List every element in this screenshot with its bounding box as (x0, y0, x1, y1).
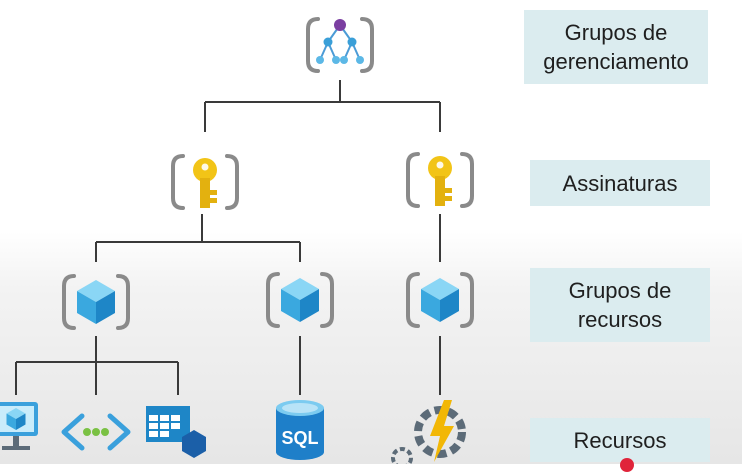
label-management-groups-line1: Grupos de (564, 20, 668, 45)
label-resources: Recursos (530, 418, 710, 462)
connector-lines (15, 80, 441, 395)
label-resource-groups: Grupos de recursos (530, 268, 710, 342)
subscription-key-icon (406, 152, 474, 208)
pointer-dot (620, 458, 634, 472)
label-subscriptions-text: Assinaturas (562, 170, 678, 196)
subscription-key-icon (171, 154, 239, 210)
connector-mg-to-subs (204, 80, 441, 132)
label-management-groups: Grupos de gerenciamento (524, 10, 708, 84)
function-app-icon (391, 400, 466, 464)
resource-group-cube-icon (62, 274, 130, 330)
virtual-machine-icon (0, 402, 38, 450)
storage-table-icon (146, 406, 206, 458)
label-resource-groups-line1: Grupos de (568, 278, 672, 303)
label-subscriptions: Assinaturas (530, 160, 710, 206)
management-group-icon (306, 17, 374, 73)
connector-rg1-to-resources (15, 336, 179, 395)
sql-label: SQL (281, 428, 318, 448)
sql-database-icon: SQL (276, 400, 324, 460)
resource-group-cube-icon (406, 272, 474, 328)
connector-sub1-to-rgs (95, 214, 301, 262)
resource-group-cube-icon (266, 272, 334, 328)
label-resources-text: Recursos (573, 427, 667, 453)
label-management-groups-line2: gerenciamento (543, 49, 689, 74)
virtual-network-icon (61, 413, 131, 451)
label-resource-groups-line2: recursos (577, 307, 663, 332)
